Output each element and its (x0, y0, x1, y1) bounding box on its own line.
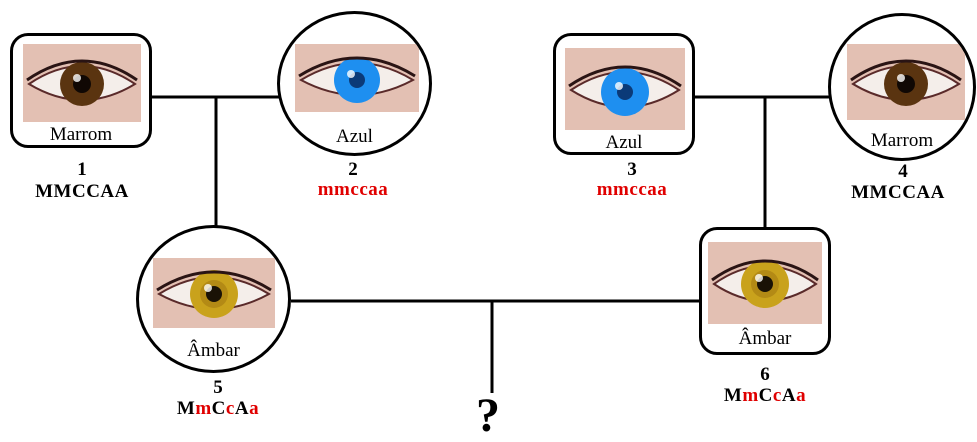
blue-eye-icon (565, 48, 685, 130)
allele-dominant: M (176, 398, 196, 419)
allele-recessive: m (742, 385, 759, 406)
individual-4-genotype: MMCCAA (818, 183, 977, 203)
eye-color-label: Âmbar (738, 328, 792, 349)
eye-color-label: Âmbar (187, 340, 240, 361)
allele-recessive: a (249, 398, 260, 419)
individual-3-number: 3 (627, 159, 637, 180)
individual-2-number: 2 (348, 159, 358, 180)
individual-6-number: 6 (760, 364, 770, 385)
allele-dominant: MMCCAA (35, 181, 129, 202)
allele-recessive: mmccaa (317, 179, 389, 200)
eye-color-label: Azul (336, 126, 373, 147)
eye-color-label: Marrom (49, 124, 113, 145)
allele-recessive: c (772, 385, 782, 406)
individual-1-card: Marrom (10, 33, 152, 148)
amber-eye-icon (153, 258, 275, 328)
allele-recessive: mmccaa (596, 179, 668, 200)
individual-3-genotype: mmccaa (552, 180, 712, 200)
allele-dominant: C (758, 385, 773, 406)
individual-3-card: Azul (553, 33, 695, 155)
eye-color-label: Marrom (870, 130, 934, 151)
allele-recessive: m (195, 398, 212, 419)
allele-recessive: c (225, 398, 235, 419)
brown-eye-icon (23, 44, 141, 122)
individual-2-card: Azul (277, 11, 432, 156)
allele-dominant: M (723, 385, 743, 406)
allele-recessive: a (796, 385, 807, 406)
individual-5-card: Âmbar (136, 225, 291, 373)
individual-4-number: 4 (898, 161, 908, 182)
individual-4-card: Marrom (828, 13, 976, 161)
blue-eye-icon (295, 44, 419, 112)
allele-dominant: MMCCAA (851, 182, 945, 203)
allele-dominant: A (781, 385, 797, 406)
allele-dominant: C (211, 398, 226, 419)
individual-1-genotype: MMCCAA (2, 182, 162, 202)
individual-5-genotype: MmCcAa (138, 399, 298, 419)
individual-6-card: Âmbar (699, 227, 831, 355)
individual-5-number: 5 (213, 377, 223, 398)
allele-dominant: A (234, 398, 250, 419)
amber-eye-icon (708, 242, 822, 324)
individual-1-number: 1 (77, 159, 87, 180)
individual-6-genotype: MmCcAa (685, 386, 845, 406)
eye-color-label: Azul (605, 132, 643, 153)
offspring-question-mark: ? (476, 389, 500, 442)
brown-eye-icon (847, 44, 965, 120)
individual-2-genotype: mmccaa (273, 180, 433, 200)
